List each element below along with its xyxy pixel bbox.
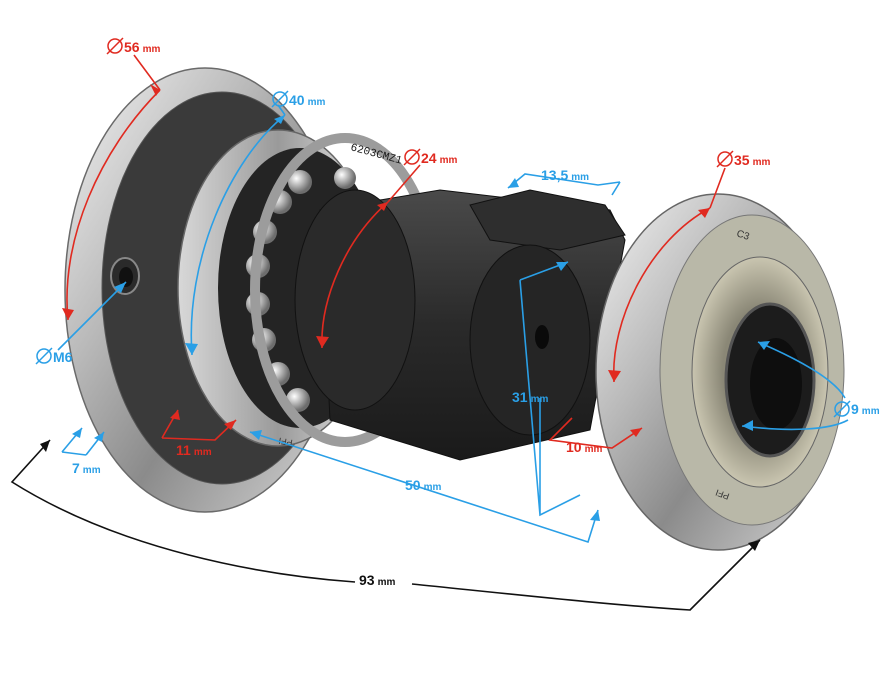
- dim-56-line: [66, 89, 161, 321]
- diameter-symbol-35: [716, 150, 734, 168]
- dim-13-5-line: [507, 173, 621, 196]
- dim-50-line: [249, 431, 599, 544]
- dim-9-line-top: [757, 341, 846, 399]
- dim-35-line: [612, 207, 711, 383]
- diameter-symbol-24: [403, 148, 421, 166]
- arrowheads: [40, 84, 770, 551]
- cam-lobe: [469, 189, 626, 251]
- dim-40-line: [190, 114, 286, 356]
- diameter-symbol-m6: [35, 347, 53, 365]
- diameter-symbol-40: [271, 90, 289, 108]
- dimension-lines: [10, 54, 849, 611]
- right-bearing-c3-marking: C3: [735, 228, 751, 243]
- dim-93-line: [10, 439, 761, 611]
- dim-56-leader: [133, 54, 161, 91]
- right-bearing-brand-marking: PFI: [714, 487, 731, 501]
- diameter-symbol-9: [833, 400, 851, 418]
- journal-24: [294, 189, 416, 411]
- dim-m6-line: [57, 281, 127, 351]
- dim-35-leader: [709, 167, 726, 209]
- diameter-symbols: [35, 37, 851, 418]
- dim-9-line-bottom: [741, 419, 849, 431]
- diameter-symbol-56: [106, 37, 124, 55]
- right-bearing-bore: [750, 338, 802, 430]
- dim-24-line: [321, 201, 389, 349]
- camshaft-part: 6203CMZ1 C3 PFI PFI: [64, 67, 845, 551]
- dim-10-line: [548, 417, 643, 449]
- label-m6: M6: [53, 349, 73, 365]
- dim-24-leader: [387, 164, 421, 203]
